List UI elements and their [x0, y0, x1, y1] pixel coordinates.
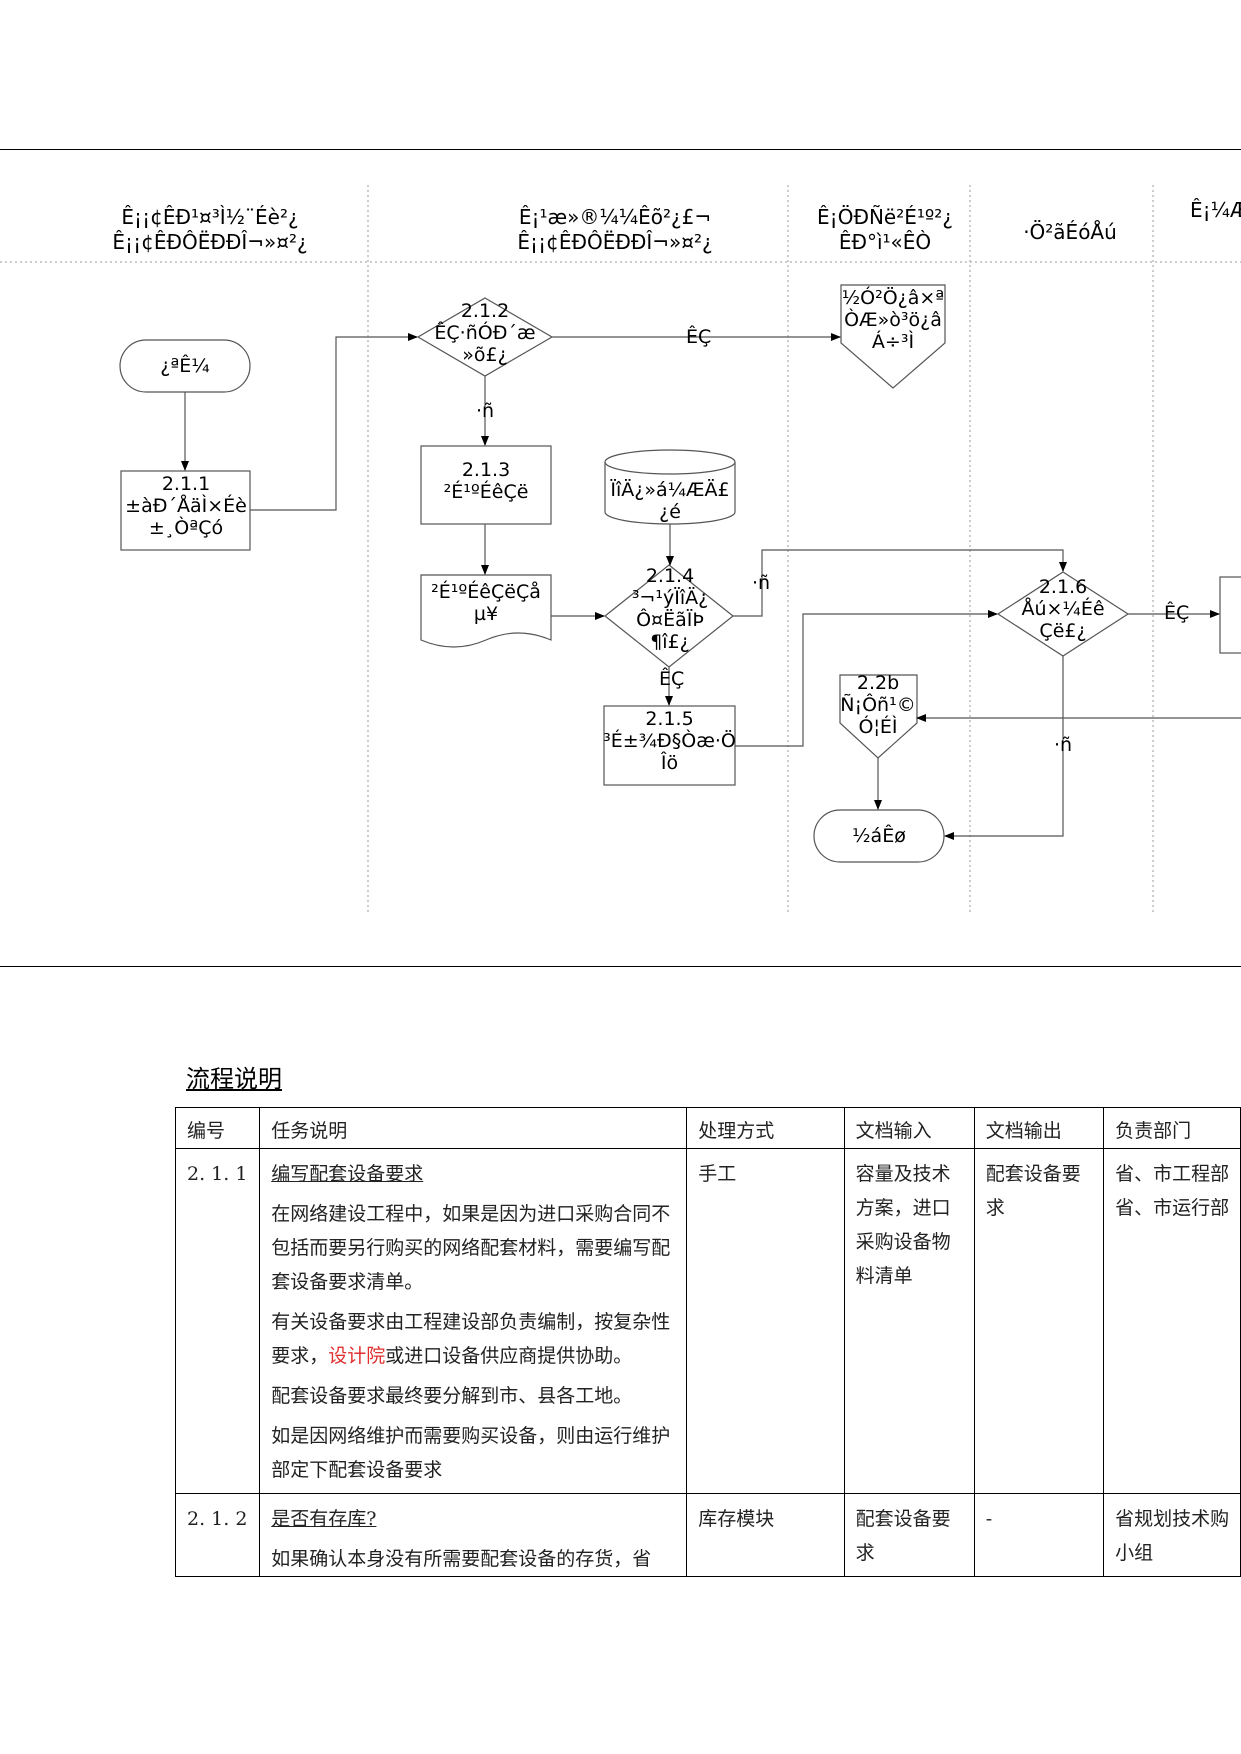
row-task: 编写配套设备要求 在网络建设工程中，如果是因为进口采购合同不包括而要另行购买的网…	[259, 1148, 688, 1494]
lane-header-4: ·Ö²ãÉóÅú	[1023, 220, 1117, 244]
dept-item: 省、市运行部	[1115, 1197, 1230, 1219]
header-doc-out: 文档输出	[973, 1107, 1105, 1149]
edge-label-yes-2-1-2: ÊÇ	[686, 326, 712, 348]
process-box-2-1-5	[603, 705, 736, 786]
task-paragraph: 有关设备要求由工程建设部负责编制，按复杂性要求，设计院或进口设备供应商提供协助。	[271, 1305, 676, 1373]
process-box-2-1-1	[120, 470, 251, 551]
header-doc-in: 文档输入	[843, 1107, 975, 1149]
task-2-1-5-label: 2.1.5 ³É±¾Ð§Òæ·Ö Îö	[603, 708, 736, 774]
jump-connector-label: ½Ó²Ö¿â×ª ÒÆ»ò³ö¿â Á÷³Ì	[841, 287, 945, 353]
header-id: 编号	[174, 1107, 261, 1149]
row-doc-out: -	[973, 1493, 1105, 1577]
table-header-row: 编号 任务说明 处理方式 文档输入 文档输出 负责部门	[174, 1107, 1241, 1149]
lane-header-5: Ê¡¼Æ	[1190, 198, 1241, 222]
task-2-1-6-label: 2.1.6 Åú×¼Éê Çë£¿	[1021, 576, 1105, 642]
task-2-1-3-label: 2.1.3 ²É¹ºÉêÇë	[443, 459, 529, 503]
header-task: 任务说明	[259, 1107, 688, 1149]
lane-header-2: Ê¡¹æ»®¼¼Êõ²¿£¬ Ê¡¡¢ÊÐÔËÐÐÎ¬»¤²¿	[517, 205, 713, 254]
footer-rule	[0, 966, 1241, 967]
row-dept: 省、市工程部 省、市运行部	[1103, 1148, 1241, 1494]
database-cylinder-top	[604, 449, 736, 475]
edge-label-no-2-1-2: ·ñ	[476, 400, 495, 422]
end-label: ½áÊø	[852, 825, 906, 847]
edge-label-yes-2-1-4: ÊÇ	[659, 668, 685, 690]
task-paragraph: 配套设备要求最终要分解到市、县各工地。	[271, 1385, 633, 1407]
offpage-connector-jump	[840, 284, 946, 389]
flowchart-canvas	[0, 185, 1241, 915]
cutoff-box-right	[1219, 576, 1241, 654]
task-text: 或进口设备供应商提供协助。	[385, 1345, 633, 1367]
task-2-1-4-label: 2.1.4 ³¬¹ýÏîÄ¿ Ô¤ËãÏÞ ¶î£¿	[631, 565, 709, 653]
lane-header-3: Ê¡ÖÐÑë²É¹º²¿ ÊÐ°ì¹«ÊÒ	[817, 205, 953, 254]
offpage-connector-2-2b	[839, 674, 918, 759]
edge-label-yes-2-1-6: ÊÇ	[1164, 602, 1190, 624]
connectors	[181, 333, 1241, 840]
header-rule	[0, 149, 1241, 150]
table-row: 2. 1. 2 是否有存库? 如果确认本身没有所需要配套设备的存货，省 库存模块…	[174, 1493, 1241, 1577]
task-paragraph: 如果确认本身没有所需要配套设备的存货，省	[271, 1548, 652, 1570]
edge-label-no-2-1-6: ·ñ	[1054, 734, 1073, 756]
row-method: 手工	[686, 1148, 845, 1494]
task-title: 编写配套设备要求	[271, 1163, 424, 1185]
document-shape-2-1-3	[420, 574, 552, 648]
header-dept: 负责部门	[1103, 1107, 1241, 1149]
process-table: 编号 任务说明 处理方式 文档输入 文档输出 负责部门 2. 1. 1 编写配套…	[174, 1107, 1241, 1577]
row-method: 库存模块	[686, 1493, 845, 1577]
task-title: 是否有存库?	[271, 1508, 377, 1530]
task-2-2b-label: 2.2b Ñ¡Ôñ¹© Ó¦ÉÌ	[840, 672, 916, 738]
task-text: 有关设备要求由工程建设部负责编制，按复杂性要求，	[271, 1311, 671, 1367]
row-id: 2. 1. 2	[174, 1493, 261, 1577]
database-cylinder	[604, 462, 736, 525]
database-label: ÏîÄ¿»á¼ÆÄ£ ¿é	[610, 479, 730, 523]
row-doc-out: 配套设备要求	[973, 1148, 1105, 1494]
task-paragraph: 在网络建设工程中，如果是因为进口采购合同不包括而要另行购买的网络配套材料，需要编…	[271, 1203, 671, 1293]
highlighted-text: 设计院	[328, 1345, 386, 1367]
edge-label-no-2-1-4: ·ñ	[752, 572, 771, 594]
lane-header-1: Ê¡¡¢ÊÐ¹¤³Ì½¨Éè²¿ Ê¡¡¢ÊÐÔËÐÐÎ¬»¤²¿	[112, 205, 308, 254]
flowchart: Ê¡¡¢ÊÐ¹¤³Ì½¨Éè²¿ Ê¡¡¢ÊÐÔËÐÐÎ¬»¤²¿ Ê¡¹æ»®…	[0, 185, 1241, 915]
header-method: 处理方式	[686, 1107, 845, 1149]
dept-item: 省、市工程部	[1115, 1163, 1230, 1185]
task-2-1-1-label: 2.1.1 ±àÐ´ÅäÌ×Éè ±¸ÒªÇó	[125, 473, 247, 539]
row-doc-in: 配套设备要求	[843, 1493, 975, 1577]
task-2-1-2-label: 2.1.2 ÊÇ·ñÓÐ´æ »õ£¿	[434, 300, 536, 366]
process-box-2-1-3	[420, 445, 552, 525]
row-doc-in: 容量及技术方案，进口采购设备物料清单	[843, 1148, 975, 1494]
row-dept: 省规划技术购小组	[1103, 1493, 1241, 1577]
task-paragraph: 如是因网络维护而需要购买设备，则由运行维护部定下配套设备要求	[271, 1425, 671, 1481]
process-description-title: 流程说明	[186, 1065, 282, 1093]
task-2-1-3-doc-label: ²É¹ºÉêÇëÇå µ¥	[431, 581, 541, 625]
row-id: 2. 1. 1	[174, 1148, 261, 1494]
table-row: 2. 1. 1 编写配套设备要求 在网络建设工程中，如果是因为进口采购合同不包括…	[174, 1148, 1241, 1494]
row-task: 是否有存库? 如果确认本身没有所需要配套设备的存货，省	[259, 1493, 688, 1577]
start-label: ¿ªÊ¼	[160, 355, 210, 377]
